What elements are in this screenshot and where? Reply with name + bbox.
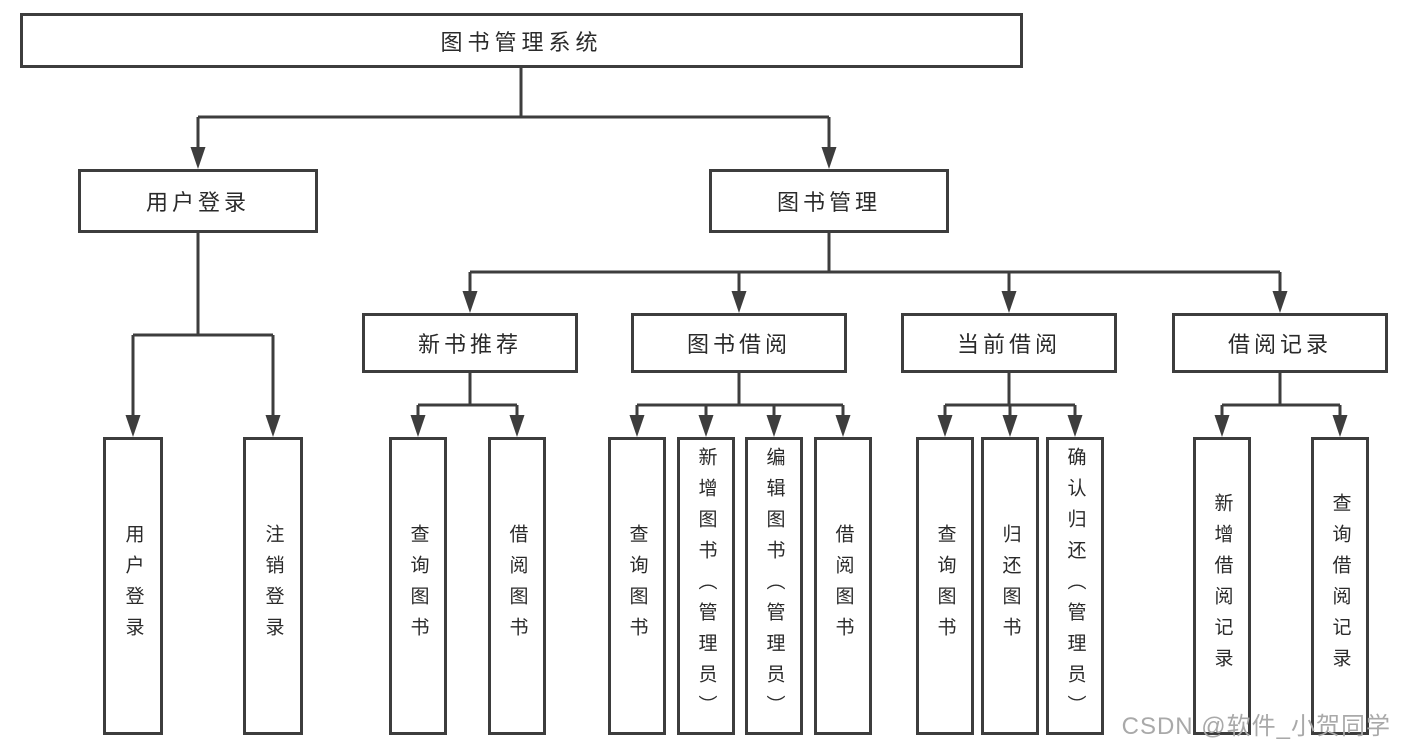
node-user-login-branch: 用户登录 [78, 169, 318, 233]
leaf-add-book-admin: 新增图书（管理员） [677, 437, 735, 735]
leaf-query-books-borrow: 查询图书 [608, 437, 666, 735]
leaf-return-books: 归还图书 [981, 437, 1039, 735]
leaf-query-books-recommend: 查询图书 [389, 437, 447, 735]
leaf-confirm-return-admin: 确认归还（管理员） [1046, 437, 1104, 735]
node-new-book-recommend: 新书推荐 [362, 313, 578, 373]
leaf-borrow-books-recommend: 借阅图书 [488, 437, 546, 735]
leaf-query-borrow-record: 查询借阅记录 [1311, 437, 1369, 735]
node-current-borrow: 当前借阅 [901, 313, 1117, 373]
node-book-borrow: 图书借阅 [631, 313, 847, 373]
leaf-edit-book-admin: 编辑图书（管理员） [745, 437, 803, 735]
leaf-logout: 注销登录 [243, 437, 303, 735]
node-book-management: 图书管理 [709, 169, 949, 233]
node-root: 图书管理系统 [20, 13, 1023, 68]
node-borrow-records: 借阅记录 [1172, 313, 1388, 373]
arrowheads [125, 147, 1348, 437]
leaf-borrow-books: 借阅图书 [814, 437, 872, 735]
leaf-add-borrow-record: 新增借阅记录 [1193, 437, 1251, 735]
watermark: CSDN @软件_小贺同学 [1121, 713, 1391, 740]
leaf-query-books-current: 查询图书 [916, 437, 974, 735]
leaf-user-login: 用户登录 [103, 437, 163, 735]
